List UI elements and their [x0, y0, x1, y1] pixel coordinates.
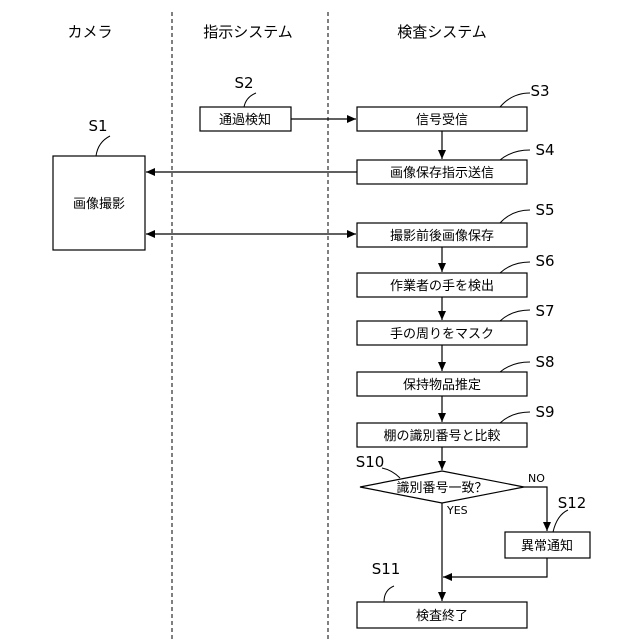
s4-leader: [500, 150, 530, 160]
before-after-save-text: 撮影前後画像保存: [390, 228, 494, 244]
arrow-s12-to-yes-line: [443, 558, 547, 577]
s8-leader: [500, 362, 530, 372]
s1-leader: [96, 136, 110, 156]
s3-label: S3: [530, 82, 549, 100]
s9-label: S9: [535, 403, 554, 421]
mask-hand-text: 手の周りをマスク: [390, 327, 494, 342]
s2-leader: [244, 93, 256, 107]
s6-label: S6: [535, 252, 554, 270]
s10-label: S10: [356, 453, 385, 471]
passage-detect-text: 通過検知: [219, 112, 271, 128]
id-match-decision-text: 識別番号一致？: [396, 481, 487, 496]
s3-leader: [500, 93, 530, 107]
s12-leader: [553, 510, 568, 532]
compare-shelf-id-text: 棚の識別番号と比較: [383, 429, 500, 444]
no-label: NO: [528, 472, 545, 485]
s11-label: S11: [372, 560, 401, 578]
s9-leader: [500, 412, 530, 423]
lane-title-camera: カメラ: [67, 23, 112, 41]
s4-label: S4: [535, 141, 554, 159]
arrow-s10-no-to-s12: [524, 487, 547, 531]
signal-receive-text: 信号受信: [416, 113, 468, 128]
s7-label: S7: [535, 302, 554, 320]
s6-leader: [500, 262, 530, 273]
s1-label: S1: [88, 117, 107, 135]
s7-leader: [500, 310, 530, 321]
lane-title-inspection: 検査システム: [397, 23, 487, 41]
s8-label: S8: [535, 353, 554, 371]
inspection-end-text: 検査終了: [416, 608, 468, 624]
abnormal-notify-text: 異常通知: [521, 538, 573, 554]
s11-leader: [384, 586, 394, 602]
save-instruction-send-text: 画像保存指示送信: [390, 166, 494, 181]
s5-label: S5: [535, 201, 554, 219]
camera-capture-text: 画像撮影: [73, 196, 125, 212]
s2-label: S2: [234, 74, 253, 92]
s12-label: S12: [558, 494, 587, 512]
s10-leader: [382, 468, 400, 478]
held-item-estimate-text: 保持物品推定: [403, 378, 481, 393]
lane-title-instruction: 指示システム: [203, 23, 293, 41]
s5-leader: [500, 210, 530, 223]
yes-label: YES: [446, 504, 468, 517]
hand-detect-text: 作業者の手を検出: [390, 278, 494, 294]
